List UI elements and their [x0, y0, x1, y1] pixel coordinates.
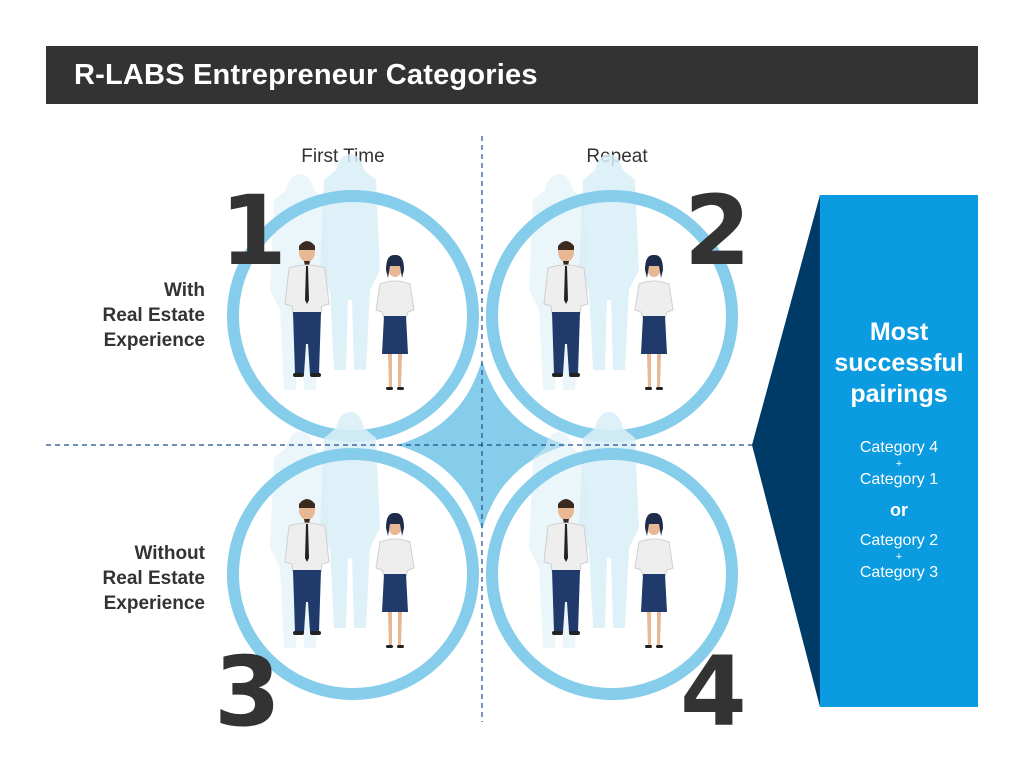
column-label-first-time: First Time	[301, 146, 385, 167]
row-label-without-experience: Without Real Estate Experience	[40, 541, 205, 616]
pairing-a-first: Category 4	[859, 439, 939, 456]
title-banner: R-LABS Entrepreneur Categories	[46, 46, 978, 104]
row-label-line: Experience	[103, 593, 205, 614]
row-label-with-experience: With Real Estate Experience	[40, 278, 205, 353]
pairing-b-first: Category 2	[859, 532, 939, 549]
row-label-line: Real Estate	[102, 305, 205, 326]
row-label-line: With	[164, 280, 205, 301]
callout-title-line: successful	[834, 349, 964, 377]
pairing-a-second: Category 1	[859, 471, 939, 488]
pairing-or: or	[890, 500, 908, 520]
pairing-a-plus: +	[895, 458, 903, 470]
pairing-b-plus: +	[895, 551, 903, 563]
callout-title: Most successful pairings	[820, 317, 978, 410]
callout-title-line: Most	[869, 318, 929, 346]
category-number-3: 3	[214, 636, 281, 748]
row-label-line: Real Estate	[102, 568, 205, 589]
quadrant-3	[227, 412, 479, 700]
category-number-2: 2	[684, 175, 751, 287]
category-number-1: 1	[220, 175, 287, 287]
callout-title-line: pairings	[850, 380, 948, 408]
row-label-line: Without	[134, 543, 205, 564]
page-title: R-LABS Entrepreneur Categories	[74, 59, 538, 91]
row-label-line: Experience	[103, 330, 205, 351]
category-number-4: 4	[680, 636, 747, 748]
pairing-b-second: Category 3	[859, 564, 939, 581]
quadrant-4	[486, 412, 738, 700]
pairings-callout: Most successful pairings Category 4 + Ca…	[820, 195, 978, 707]
callout-pointer	[752, 195, 820, 707]
